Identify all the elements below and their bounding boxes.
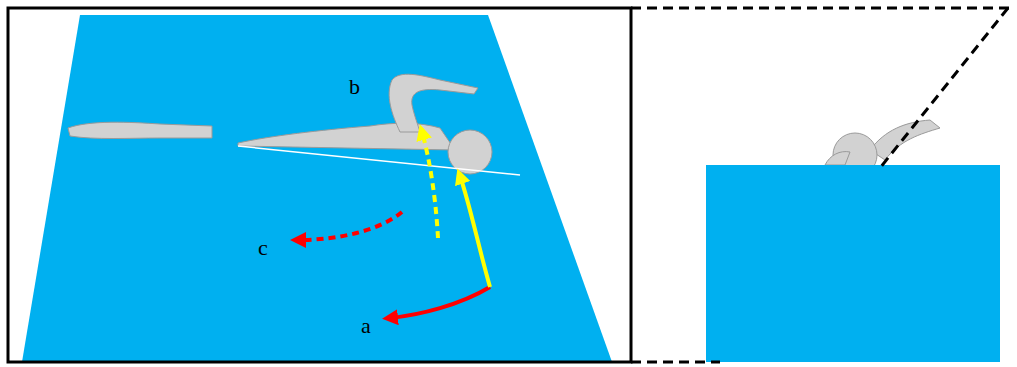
part-label: c (258, 237, 268, 259)
panel-frame (8, 8, 631, 362)
swimmer-side (68, 74, 492, 174)
water-plane (22, 15, 612, 362)
part-label: a (361, 315, 371, 337)
red-arrow (390, 287, 490, 318)
part-label: b (349, 76, 360, 98)
zoom-lines (631, 8, 1010, 362)
water-front (706, 165, 1000, 362)
water-line (238, 146, 520, 175)
yellow-arrow (460, 176, 490, 287)
red-dashed-arrow (298, 212, 402, 240)
yellow-dashed-arrow (422, 132, 438, 238)
